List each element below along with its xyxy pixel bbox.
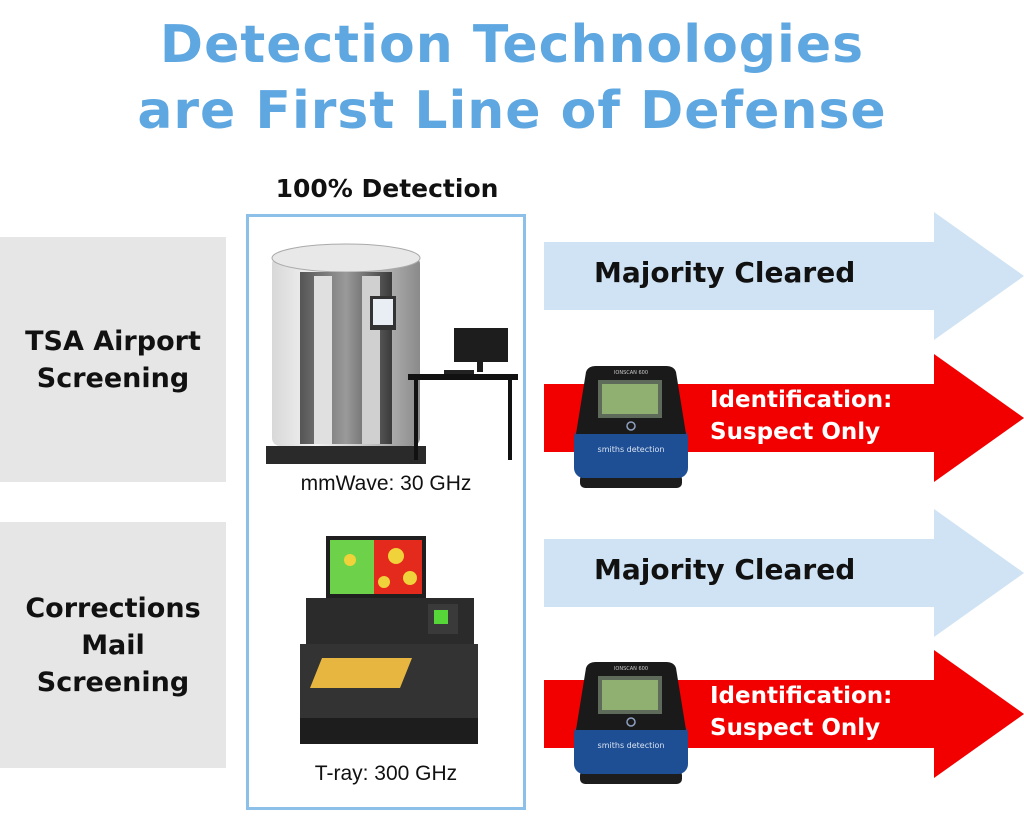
arrow-majority-cleared-1: Majority Cleared	[544, 212, 1024, 340]
device-model: IONSCAN 600	[614, 666, 648, 672]
device-brand: smiths detection	[598, 741, 665, 750]
detection-header: 100% Detection	[275, 174, 499, 203]
arrow-identification-1: Identification: Suspect Only smiths dete…	[544, 354, 1024, 488]
caption-tray: T-ray: 300 GHz	[314, 762, 458, 785]
arrow-identification-2: Identification: Suspect Only smiths dete…	[544, 650, 1024, 784]
arrow-shape	[544, 509, 1024, 637]
arrow-label: Majority Cleared	[594, 256, 856, 289]
arrow-majority-cleared-2: Majority Cleared	[544, 509, 1024, 637]
row-label-text: Corrections Mail Screening	[25, 592, 201, 698]
row-label-corrections: Corrections Mail Screening	[0, 522, 226, 768]
row-label-tsa: TSA Airport Screening	[0, 237, 226, 482]
arrow-shape	[544, 212, 1024, 340]
caption-mmwave: mmWave: 30 GHz	[300, 472, 472, 495]
arrow-label: Identification: Suspect Only	[710, 387, 893, 445]
arrow-fill	[544, 212, 1024, 340]
body-scanner-icon	[258, 236, 518, 472]
title-line-1: Detection Technologies	[159, 15, 865, 75]
row-label-text: TSA Airport Screening	[25, 325, 201, 394]
device-model: IONSCAN 600	[614, 370, 648, 376]
arrow-label: Identification: Suspect Only	[710, 683, 893, 741]
arrow-label: Majority Cleared	[594, 553, 856, 586]
mail-scanner-icon	[300, 536, 480, 752]
device-brand: smiths detection	[598, 445, 665, 454]
title-line-2: are First Line of Defense	[137, 81, 887, 141]
arrow-fill	[544, 509, 1024, 637]
